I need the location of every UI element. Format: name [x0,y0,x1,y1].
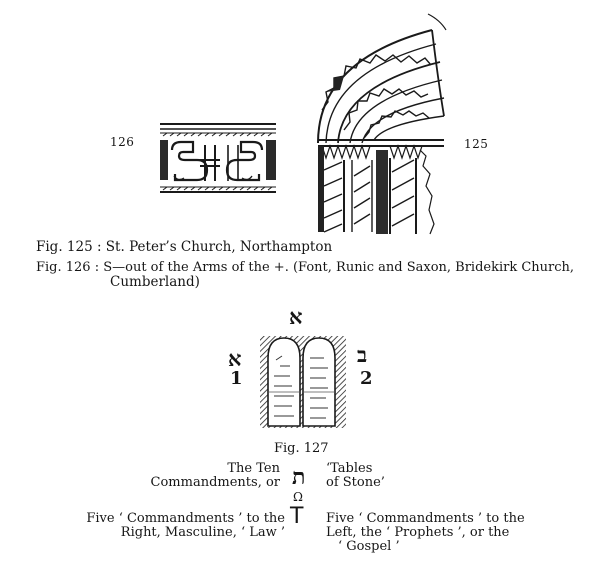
tav-glyph: ת [292,464,306,490]
fig127-caption: Fig. 127 [274,441,329,456]
right-five-line2: Left, the ‘ Prophets ’, or the [326,525,510,540]
fig126-number: 126 [110,135,135,149]
ten-commandments-line1: The Ten [227,461,280,476]
tables-line2: of Stone’ [326,475,385,490]
fig125-number: 125 [464,137,489,151]
caption-fig126: Fig. 126 : S—out of the Arms of the +. (… [36,260,575,275]
number-right: 2 [360,368,373,389]
tables-line1: ‘Tables [326,461,373,476]
aleph-left: א [228,346,242,371]
omega-glyph: Ω [293,490,303,504]
left-five-line1: Five ‘ Commandments ’ to the [86,511,285,526]
right-five-line3: ‘ Gospel ’ [338,539,400,554]
left-five-commandments: Five ‘ Commandments ’ to the Right, Masc… [40,512,285,540]
ten-commandments-line2: Commandments, or [150,475,280,490]
right-five-commandments: Five ‘ Commandments ’ to the Left, the ‘… [326,512,525,554]
caption-fig126-cont: Cumberland) [110,274,200,290]
left-five-line2: Right, Masculine, ‘ Law ’ [120,525,285,540]
ten-commandments-label: The Ten Commandments, or [150,462,280,490]
tables-label: ‘Tables of Stone’ [326,462,385,490]
tau-glyph: T [290,504,304,529]
caption-fig125: Fig. 125 : St. Peter’s Church, Northampt… [36,239,333,255]
number-left: 1 [230,368,243,389]
aleph-top: א [289,304,303,329]
beth-right: ב [357,342,368,367]
right-five-line1: Five ‘ Commandments ’ to the [326,511,525,526]
